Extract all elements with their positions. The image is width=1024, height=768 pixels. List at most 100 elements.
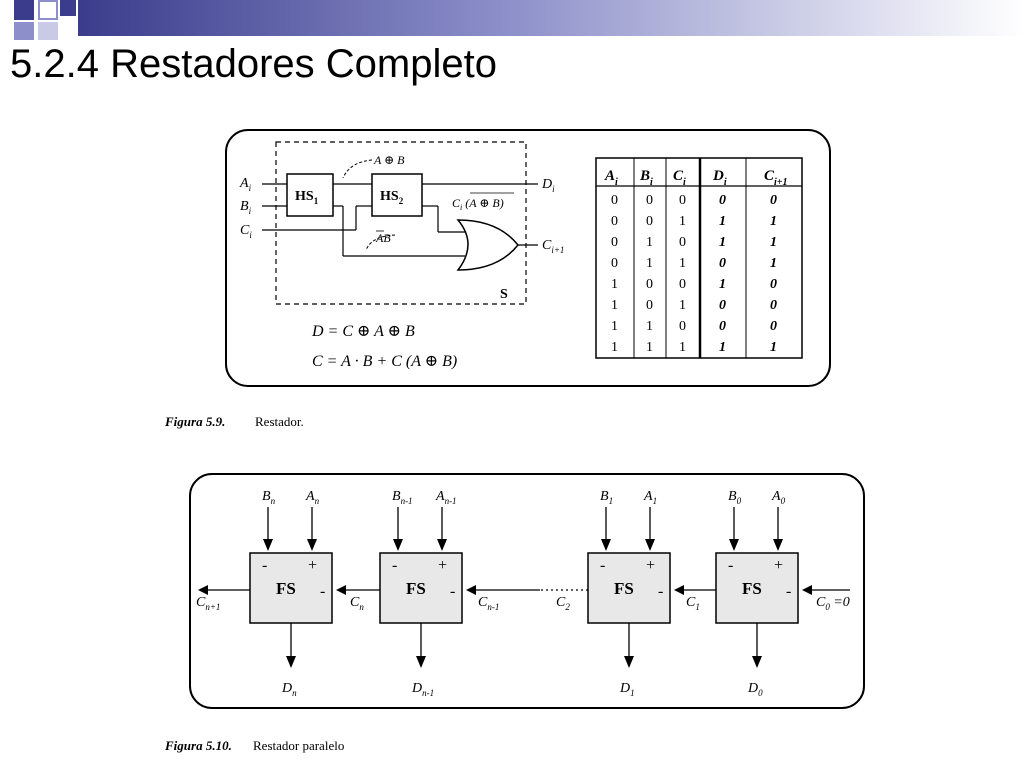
- truth-table-cell: 1: [770, 214, 777, 229]
- minus-sign: -: [600, 557, 605, 574]
- truth-table-cell: 1: [611, 298, 618, 313]
- input-b-label: B0: [728, 489, 742, 506]
- truth-table-header: Di: [712, 168, 727, 188]
- plus-sign: +: [646, 557, 655, 574]
- truth-table-cell: 0: [719, 298, 726, 313]
- deco-square-light: [38, 0, 58, 20]
- truth-table-cell: 0: [770, 193, 777, 208]
- input-b-label: Bn: [262, 489, 276, 506]
- label-d-out: Di: [541, 177, 555, 194]
- carry-label: Cn+1: [196, 595, 220, 612]
- hs1-block: [286, 173, 334, 217]
- truth-table-cell: 0: [770, 319, 777, 334]
- truth-table-cell: 1: [646, 319, 653, 334]
- deco-square-dark: [14, 0, 34, 20]
- arrow-left-icon: [466, 585, 476, 595]
- truth-table-cell: 1: [611, 340, 618, 355]
- note-ci: Ci (A ⊕ B): [452, 196, 504, 212]
- output-d-label: D1: [619, 681, 635, 698]
- minus-sign: -: [728, 557, 733, 574]
- minus-sign: -: [262, 557, 267, 574]
- arrow-left-icon: [674, 585, 684, 595]
- truth-table-cell: 1: [679, 340, 686, 355]
- minus-sign: -: [450, 583, 455, 600]
- input-b-label: B1: [600, 489, 613, 506]
- arrow-down-icon: [601, 539, 611, 551]
- hs2-block: [371, 173, 423, 217]
- fs-block: [587, 552, 671, 624]
- input-a-label: An-1: [435, 489, 457, 506]
- truth-table-cell: 1: [719, 235, 726, 250]
- slide-title: 5.2.4 Restadores Completo: [10, 42, 497, 86]
- output-d-label: Dn-1: [411, 681, 434, 698]
- carry-label: C0 =0: [816, 595, 850, 612]
- truth-table-header: Ci+1: [764, 168, 788, 188]
- input-a-label: A0: [771, 489, 786, 506]
- note-ab: AB: [375, 231, 391, 245]
- plus-sign: +: [438, 557, 447, 574]
- truth-table-cell: 0: [611, 214, 618, 229]
- deco-square-dark-2: [38, 22, 58, 40]
- truth-table-cell: 0: [679, 235, 686, 250]
- truth-table-header: Ci: [673, 168, 686, 188]
- truth-table-cell: 0: [611, 193, 618, 208]
- title-gradient-bar: [78, 0, 1024, 36]
- label-c-out: Ci+1: [542, 238, 564, 255]
- hs1-label: HS1: [295, 189, 319, 206]
- carry-label: Cn-1: [478, 595, 499, 612]
- output-d-label: Dn: [281, 681, 297, 698]
- figure-2-frame: [189, 473, 865, 709]
- minus-sign: -: [786, 583, 791, 600]
- circuit-boundary: [275, 141, 527, 305]
- truth-table-cell: 1: [719, 214, 726, 229]
- figure-1-frame: [225, 129, 831, 387]
- or-gate: [456, 219, 519, 271]
- truth-table-cell: 1: [679, 256, 686, 271]
- label-b-in: Bi: [240, 199, 252, 216]
- fs-block-label: FS: [406, 579, 426, 598]
- truth-table-cell: 1: [646, 235, 653, 250]
- arrow-down-icon: [729, 539, 739, 551]
- truth-table-cell: 1: [679, 214, 686, 229]
- carry-label: Cn: [350, 595, 364, 612]
- truth-table-cell: 0: [679, 277, 686, 292]
- carry-label: C1: [686, 595, 700, 612]
- truth-table-cell: 1: [679, 298, 686, 313]
- arrow-down-icon: [437, 539, 447, 551]
- truth-table-cell: 1: [770, 256, 777, 271]
- input-a-label: An: [305, 489, 320, 506]
- fs-block-label: FS: [742, 579, 762, 598]
- fs-block: [379, 552, 463, 624]
- figure-1-caption-label: Figura 5.9.: [164, 414, 225, 429]
- plus-sign: +: [774, 557, 783, 574]
- truth-table-cell: 0: [770, 298, 777, 313]
- equation-2: C = A · B + C (A ⊕ B): [312, 353, 457, 370]
- arrow-left-icon: [802, 585, 812, 595]
- fs-block-label: FS: [276, 579, 296, 598]
- arrow-down-icon: [307, 539, 317, 551]
- carry-label: C2: [556, 595, 570, 612]
- label-a-in: Ai: [239, 176, 252, 193]
- truth-table-header: Ai: [604, 168, 618, 188]
- label-c-in: Ci: [240, 223, 252, 240]
- arrow-down-icon: [263, 539, 273, 551]
- truth-table-cell: 1: [646, 340, 653, 355]
- deco-square-mid: [14, 22, 34, 40]
- fs-block-label: FS: [614, 579, 634, 598]
- arrow-down-icon: [752, 656, 762, 668]
- truth-table-cell: 0: [646, 193, 653, 208]
- truth-table-cell: 1: [611, 319, 618, 334]
- arrow-left-icon: [336, 585, 346, 595]
- figure-1-caption-text: Restador.: [255, 414, 304, 429]
- truth-table-cell: 0: [646, 298, 653, 313]
- figure-2-caption-text: Restador paralelo: [253, 738, 344, 753]
- truth-table-cell: 0: [719, 319, 726, 334]
- truth-table-cell: 1: [719, 277, 726, 292]
- arrow-down-icon: [416, 656, 426, 668]
- truth-table-cell: 1: [646, 256, 653, 271]
- truth-table-cell: 0: [770, 277, 777, 292]
- fs-block: [715, 552, 799, 624]
- deco-square-small: [60, 0, 76, 16]
- input-a-label: A1: [643, 489, 657, 506]
